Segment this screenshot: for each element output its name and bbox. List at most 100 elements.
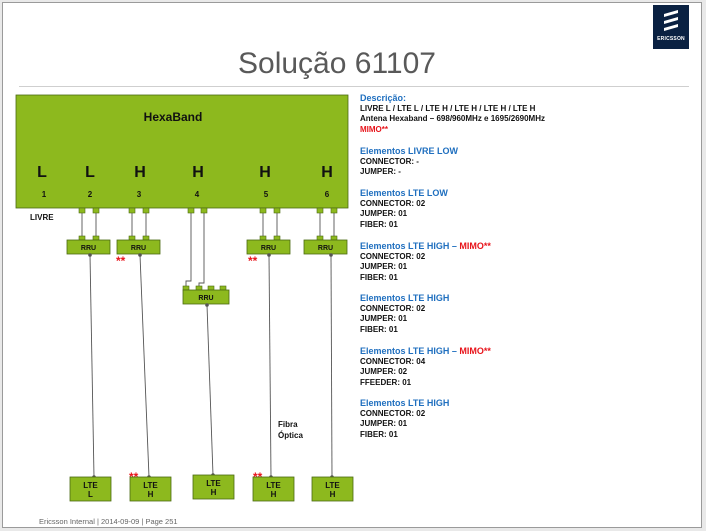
mimo-marker: ** [116, 254, 126, 268]
port-5-number: 5 [264, 190, 269, 199]
elements-section-5: Elementos LTE HIGH – MIMO** CONNECTOR: 0… [360, 346, 491, 388]
section-title: Elementos LIVRE LOW [360, 146, 459, 156]
description-line: Antena Hexaband – 698/960MHz e 1695/2690… [360, 114, 545, 124]
port-5-band: H [259, 164, 271, 181]
lte-box-band: L [88, 490, 93, 499]
section-title: Elementos LTE HIGH – MIMO** [360, 346, 491, 356]
section-line: CONNECTOR: - [360, 157, 419, 166]
section-line: JUMPER: 02 [360, 367, 408, 377]
slide-footer: Ericsson Internal | 2014-09-09 | Page 25… [39, 517, 178, 526]
section-title: Elementos LTE HIGH [360, 398, 450, 408]
section-line: JUMPER: 01 [360, 209, 408, 219]
fiber-lines [89, 254, 333, 478]
fiber-label-line-1: Fibra [278, 420, 298, 429]
section-line: CONNECTOR: 04 [360, 357, 426, 366]
antenna-connector [316, 207, 324, 214]
section-line: CONNECTOR: 02 [360, 252, 426, 261]
fiber-line [139, 254, 150, 478]
fiber-line [206, 304, 214, 476]
description-title: Descrição: [360, 93, 407, 103]
lte-box-label: LTE [325, 481, 340, 490]
rru-unit-2: RRU [116, 235, 161, 257]
section-title: Elementos LTE LOW [360, 188, 448, 198]
fiber-line [330, 254, 333, 478]
mimo-marker: ** [248, 254, 258, 268]
port-3-band: H [134, 164, 146, 181]
livre-label: LIVRE [30, 213, 54, 222]
description-line: LIVRE L / LTE L / LTE H / LTE H / LTE H … [360, 104, 536, 113]
port-2-number: 2 [88, 190, 93, 199]
port-4-band: H [192, 164, 204, 181]
rru-label: RRU [81, 245, 96, 252]
rru-label: RRU [318, 245, 333, 252]
lte-box-5: LTE H [311, 476, 354, 502]
rru-unit-5: RRU [182, 285, 230, 307]
antenna-name: HexaBand [144, 110, 203, 124]
ericsson-mark-icon [664, 10, 678, 31]
rru-unit-3: RRU [246, 235, 291, 257]
antenna-connector [273, 207, 281, 214]
section-mimo: MIMO** [459, 241, 491, 251]
elements-section-1: Elementos LIVRE LOW CONNECTOR: - JUMPER:… [360, 146, 458, 178]
description-mimo: MIMO** [360, 124, 388, 134]
title-divider [19, 86, 689, 87]
section-line: JUMPER: 01 [360, 314, 408, 324]
port-1-number: 1 [42, 190, 47, 199]
antenna-connector [128, 207, 136, 214]
antenna-connector [259, 207, 267, 214]
ericsson-logo: ERICSSON [653, 5, 689, 49]
elements-section-2: Elementos LTE LOW CONNECTOR: 02 JUMPER: … [360, 188, 448, 230]
section-line: JUMPER: 01 [360, 419, 408, 429]
elements-section-3: Elementos LTE HIGH – MIMO** CONNECTOR: 0… [360, 241, 491, 283]
section-line: FIBER: 01 [360, 272, 398, 282]
section-title: Elementos LTE HIGH [360, 293, 450, 303]
port-3-number: 3 [137, 190, 142, 199]
lte-box-band: H [330, 490, 336, 499]
lte-box-label: LTE [83, 481, 98, 490]
jumper-line [185, 213, 192, 290]
fiber-line [268, 254, 272, 478]
rru-unit-1: RRU [66, 235, 111, 257]
section-line: FIBER: 01 [360, 324, 398, 334]
port-6-number: 6 [325, 190, 330, 199]
antenna-connectors [78, 207, 338, 214]
rru-label: RRU [261, 245, 276, 252]
jumper-line [198, 213, 205, 290]
lte-box-1: LTE L [69, 476, 112, 502]
lte-box-band: H [271, 490, 277, 499]
lte-box-label: LTE [206, 479, 221, 488]
elements-section-6: Elementos LTE HIGH CONNECTOR: 02 JUMPER:… [360, 398, 449, 440]
port-2-band: L [85, 164, 95, 181]
section-mimo: MIMO** [459, 346, 491, 356]
lte-box-4: LTE H [252, 476, 295, 502]
logo-text: ERICSSON [657, 36, 685, 42]
section-line: FIBER: 01 [360, 219, 398, 229]
antenna-connector [78, 207, 86, 214]
antenna-connector [330, 207, 338, 214]
section-line: FIBER: 01 [360, 429, 398, 439]
fiber-label-line-2: Óptica [278, 431, 303, 440]
lte-box-band: H [148, 490, 154, 499]
section-title: Elementos LTE HIGH – MIMO** [360, 241, 491, 251]
lte-box-band: H [211, 488, 217, 497]
rru-label: RRU [198, 295, 213, 302]
lte-box-label: LTE [143, 481, 158, 490]
jumpers [81, 213, 335, 290]
port-4-number: 4 [195, 190, 200, 199]
rru-unit-4: RRU [303, 235, 348, 257]
section-line: CONNECTOR: 02 [360, 199, 426, 208]
antenna-connector [92, 207, 100, 214]
port-6-band: H [321, 164, 333, 181]
antenna-connector [142, 207, 150, 214]
section-line: FFEEDER: 01 [360, 377, 412, 387]
lte-box-3: LTE H [192, 474, 235, 500]
antenna-connector [200, 207, 208, 214]
fiber-line [89, 254, 95, 478]
section-line: CONNECTOR: 02 [360, 409, 426, 418]
section-line: CONNECTOR: 02 [360, 304, 426, 313]
section-line: JUMPER: 01 [360, 262, 408, 272]
page-title: Solução 61107 [238, 47, 436, 80]
rru-label: RRU [131, 245, 146, 252]
antenna-connector [187, 207, 195, 214]
